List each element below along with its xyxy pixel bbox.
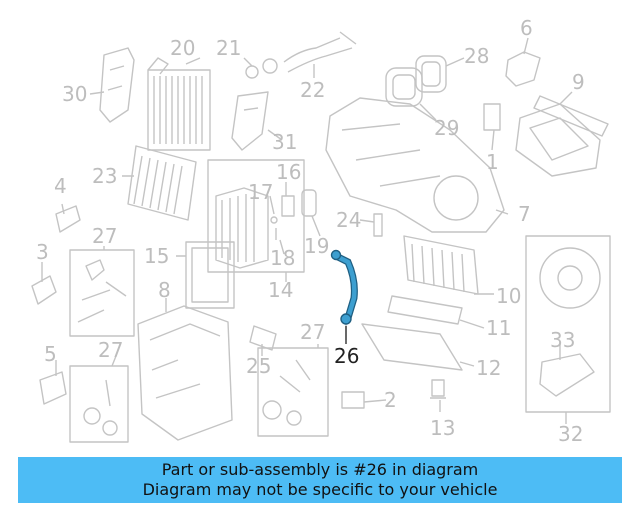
label-11: 11: [486, 316, 512, 340]
label-10: 10: [496, 284, 522, 308]
label-20: 20: [170, 36, 196, 60]
label-24: 24: [336, 208, 362, 232]
part-4-sensor: [55, 205, 81, 233]
part-2: [341, 391, 365, 409]
part-23-evaporator: [127, 145, 197, 221]
part-3-sensor: [31, 275, 57, 305]
part-28-gasket: [415, 55, 447, 93]
label-15: 15: [144, 244, 170, 268]
label-30: 30: [62, 82, 88, 106]
part-21-clamp: [245, 65, 259, 79]
part-13-bolt: [430, 379, 446, 399]
part-9-filter: [533, 95, 609, 137]
part-29-seal: [385, 67, 423, 107]
part-20-heater-core: [147, 69, 211, 151]
label-27-lower: 27: [98, 338, 124, 362]
part-15-frame: [185, 241, 235, 309]
label-12: 12: [476, 356, 502, 380]
label-27-left: 27: [92, 224, 118, 248]
label-6: 6: [520, 16, 533, 40]
label-29: 29: [434, 116, 460, 140]
label-21: 21: [216, 36, 242, 60]
label-25: 25: [246, 354, 272, 378]
label-14: 14: [268, 278, 294, 302]
label-13: 13: [430, 416, 456, 440]
label-4: 4: [54, 174, 67, 198]
part-7-main-housing: [325, 97, 505, 233]
part-33-resistor: [539, 353, 595, 397]
label-7: 7: [518, 202, 531, 226]
part-22-pipes: [283, 31, 357, 73]
label-2: 2: [384, 388, 397, 412]
parts-diagram: [31, 31, 611, 443]
part-27-box-left: [69, 249, 135, 337]
label-26-highlighted: 26: [334, 344, 360, 368]
part-24: [373, 213, 383, 237]
part-32-box: [525, 235, 611, 413]
info-banner: Part or sub-assembly is #26 in diagram D…: [18, 457, 622, 503]
banner-line-1: Part or sub-assembly is #26 in diagram: [161, 460, 479, 479]
part-11-cover: [387, 295, 463, 325]
label-22: 22: [300, 78, 326, 102]
label-5: 5: [44, 342, 57, 366]
label-32: 32: [558, 422, 584, 446]
banner-line-2: Diagram may not be specific to your vehi…: [142, 480, 498, 499]
label-27-middle: 27: [300, 320, 326, 344]
part-25: [249, 325, 277, 351]
label-16: 16: [276, 160, 302, 184]
part-8-housing: [137, 305, 233, 441]
part-31-bracket: [231, 91, 269, 151]
part-30-bracket: [99, 47, 135, 123]
label-33: 33: [550, 328, 576, 352]
part-10-filter: [403, 235, 479, 295]
label-9: 9: [572, 70, 585, 94]
label-8: 8: [158, 278, 171, 302]
part-6-bracket: [505, 51, 541, 87]
part-5-sensor: [39, 371, 67, 405]
part-27-box-lower-left: [69, 365, 129, 443]
label-19: 19: [304, 234, 330, 258]
part-26-hose-highlighted: [330, 249, 358, 325]
label-3: 3: [36, 240, 49, 264]
part-27-box-middle: [257, 347, 329, 437]
label-17: 17: [248, 180, 274, 204]
label-31: 31: [272, 130, 298, 154]
part-12-panel: [361, 323, 463, 371]
part-1-actuator: [483, 103, 501, 131]
label-18: 18: [270, 246, 296, 270]
label-1: 1: [486, 150, 499, 174]
part-19-plug: [301, 189, 317, 217]
label-23: 23: [92, 164, 118, 188]
part-16-sensor: [281, 195, 295, 217]
label-28: 28: [464, 44, 490, 68]
